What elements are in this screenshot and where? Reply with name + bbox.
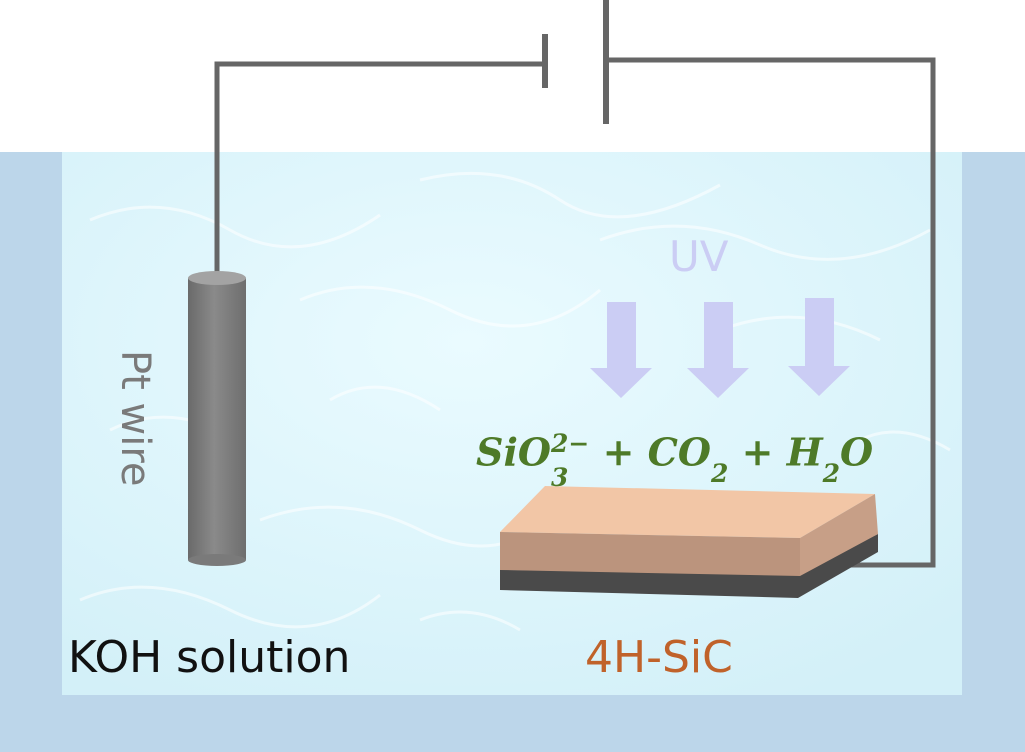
reaction-equation: SiO2−3 + CO2 + H2O [476, 422, 874, 491]
electrolyte-label: KOH solution [68, 632, 351, 683]
silicate-subscript: 3 [550, 463, 569, 493]
sample-label: 4H-SiC [585, 632, 733, 683]
sic-front-face [500, 532, 800, 576]
water-subscript: 2 [822, 459, 841, 489]
uv-arrow-1 [590, 302, 652, 398]
co2-subscript: 2 [711, 459, 729, 489]
pt-electrode [188, 271, 246, 566]
plus-sign-1: + [602, 429, 635, 475]
water-formula-o: O [840, 429, 874, 475]
water-caustics [79, 171, 951, 632]
water-formula-h: H [786, 429, 823, 475]
plus-sign-2: + [741, 429, 774, 475]
tank-bottom [0, 695, 1025, 752]
substrate-side [500, 534, 878, 598]
electrolyte [62, 152, 962, 695]
sic-sample [500, 486, 878, 598]
uv-arrows [590, 298, 850, 398]
circuit [214, 0, 936, 568]
co2-formula: CO [647, 429, 711, 475]
wire-right [606, 57, 936, 568]
silicate-charge: 2− [550, 429, 590, 458]
pt-electrode-bottom [188, 554, 246, 566]
tank-left-wall [0, 152, 62, 752]
tank-right-wall [962, 152, 1025, 752]
silicate-formula: SiO [476, 429, 551, 475]
uv-arrow-2 [687, 302, 749, 398]
silicate-scripts: 2−3 [551, 422, 589, 490]
electrode-label: Pt wire [112, 350, 158, 487]
uv-label: UV [669, 232, 729, 281]
sic-right-face [800, 494, 878, 576]
pt-electrode-top [188, 271, 246, 285]
uv-arrow-3 [788, 298, 850, 396]
pt-electrode-body [188, 278, 246, 560]
tank [0, 152, 1025, 752]
wire-left [214, 61, 545, 273]
sic-top-face [500, 486, 875, 538]
